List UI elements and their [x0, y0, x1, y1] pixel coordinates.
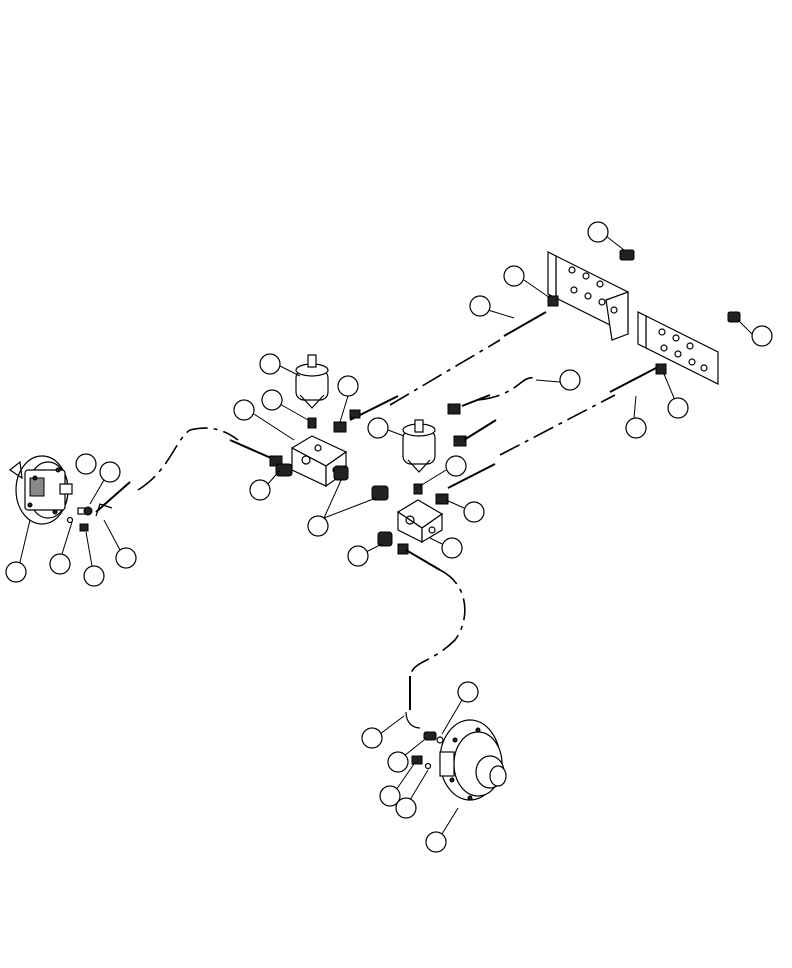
callout-c24: [103, 519, 137, 569]
callout-c26: [361, 715, 405, 749]
callout-c11: [367, 417, 405, 439]
callout-c30: [425, 807, 459, 853]
callout-c23: [83, 531, 105, 587]
hose-down-to-lower-hub: [409, 569, 466, 681]
left-manifold-block: [290, 435, 348, 488]
callout-c1: [587, 221, 625, 251]
centre-accumulator: [402, 419, 436, 495]
callout-c12: [625, 395, 647, 439]
hose-arc-upper: [477, 377, 536, 401]
callout-c19: [429, 537, 463, 559]
callout-c25: [441, 681, 479, 735]
hose-manifold-to-bracket: [389, 339, 501, 406]
hose-left-to-manifold: [137, 427, 239, 491]
upper-bracket: [503, 249, 635, 341]
callout-c16: [249, 469, 281, 501]
right-bracket: [609, 311, 741, 393]
callout-c9: [233, 399, 295, 441]
left-hub-fittings: [66, 481, 131, 532]
callout-c22: [49, 521, 73, 575]
left-hub-assembly: [8, 455, 73, 525]
left-accumulator: [295, 354, 329, 429]
callout-c8: [261, 389, 309, 421]
lower-hub-assembly: [439, 719, 507, 801]
left-manifold-fittings: [229, 395, 399, 481]
callout-c4: [737, 319, 773, 347]
callout-c17: [445, 499, 485, 523]
callout-c14: [89, 461, 121, 505]
centre-manifold-fittings: [371, 394, 497, 571]
hose-to-right-bracket: [499, 394, 616, 456]
callout-c5: [259, 353, 301, 377]
callout-c3: [469, 295, 515, 319]
lower-hub-fittings: [405, 676, 444, 770]
callout-c21: [5, 519, 31, 583]
callout-c29: [395, 769, 429, 819]
callout-c13: [75, 453, 97, 475]
centre-manifold-block: [396, 499, 444, 544]
callout-c6: [337, 375, 359, 423]
callout-c18: [307, 477, 377, 537]
callout-c27: [387, 739, 425, 773]
callout-c20: [347, 543, 383, 567]
callout-c28: [379, 763, 415, 807]
callout-c2: [503, 265, 551, 299]
callout-c7: [535, 369, 581, 391]
callout-c15: [419, 455, 467, 487]
callout-c10: [663, 373, 689, 419]
